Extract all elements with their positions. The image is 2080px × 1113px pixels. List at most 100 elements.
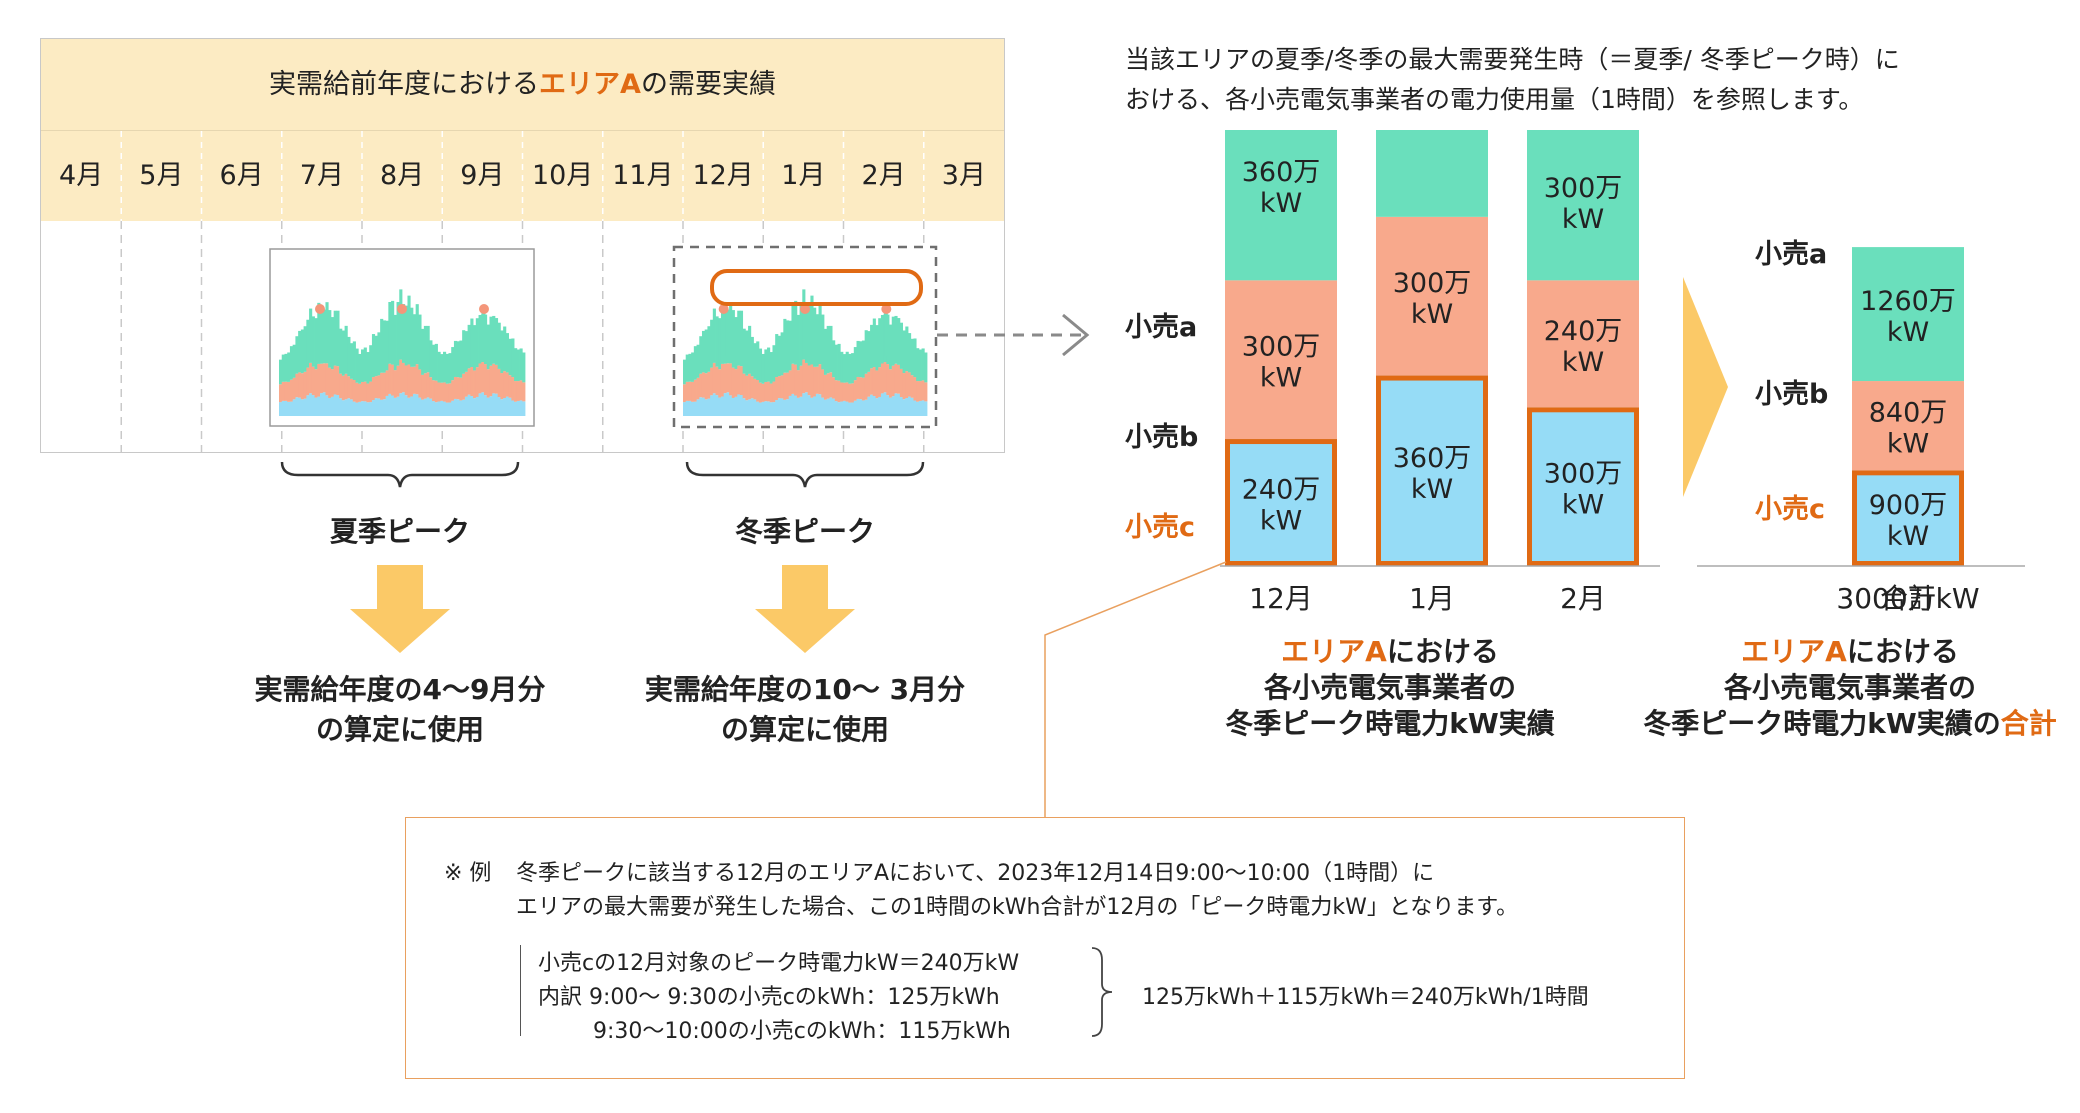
demand-bar: [500, 330, 504, 374]
demand-bar: [899, 368, 903, 398]
demand-bar: [693, 346, 697, 380]
demand-bar: [281, 354, 285, 382]
demand-bar: [691, 401, 695, 416]
demand-bar: [415, 364, 419, 395]
demand-bar: [791, 363, 795, 394]
summer-peak-label: 夏季ピーク: [329, 515, 470, 548]
demand-bar: [807, 305, 811, 366]
demand-bar: [314, 397, 318, 416]
demand-bar: [769, 402, 773, 416]
demand-bar: [328, 397, 332, 416]
demand-bar: [813, 366, 817, 397]
winter-brace: [685, 461, 925, 488]
demand-bar: [739, 395, 744, 416]
example-equation: 125万kWh＋115万kWh＝240万kWh/1時間: [1142, 985, 1589, 1010]
demand-bar: [508, 397, 512, 416]
demand-bar: [412, 366, 417, 394]
demand-bar: [832, 340, 836, 378]
demand-bar: [415, 304, 419, 365]
stack-segment: [1225, 439, 1337, 566]
demand-bar: [333, 310, 337, 366]
demand-bar: [758, 402, 763, 416]
demand-bar: [767, 381, 771, 402]
demand-bar: [772, 381, 776, 403]
demand-bar: [799, 302, 803, 366]
demand-bar: [864, 373, 868, 400]
demand-bar: [731, 397, 735, 416]
month-cell: 4月: [59, 160, 104, 191]
demand-bar: [292, 344, 296, 378]
monthly-stacked-chart: 240万kW300万kW360万kW12月360万kW300万kW600万kW1…: [1220, 130, 1660, 615]
demand-bar: [810, 397, 814, 416]
demand-bar: [742, 373, 746, 399]
demand-bar: [715, 366, 719, 396]
stack-segment: [1852, 381, 1964, 471]
intro-line2: おける、各小売電気事業者の電力使用量（1時間）を参照します。: [1125, 85, 1864, 114]
demand-bar: [443, 401, 447, 416]
demand-bar: [350, 378, 354, 400]
demand-bar: [688, 353, 692, 382]
demand-bar: [295, 397, 299, 416]
demand-bar: [385, 395, 389, 416]
demand-bar: [704, 373, 708, 400]
stack-segment: [1527, 280, 1639, 408]
demand-bar: [856, 376, 860, 399]
demand-bar: [399, 393, 403, 416]
demand-bar: [696, 377, 700, 400]
demand-bar: [500, 399, 504, 416]
demand-bar: [764, 401, 768, 416]
demand-bar: [924, 382, 928, 402]
demand-bar: [317, 396, 321, 416]
demand-bar: [848, 383, 852, 403]
demand-bar: [707, 398, 711, 416]
demand-bar: [685, 381, 689, 401]
demand-bar: [388, 302, 392, 364]
demand-bar: [467, 368, 471, 395]
demand-bar: [486, 369, 490, 398]
winter-peak-label: 冬季ピーク: [734, 515, 875, 548]
demand-bar: [519, 380, 523, 401]
demand-bar: [739, 366, 744, 396]
demand-bar: [289, 401, 294, 416]
demand-bar: [456, 399, 460, 416]
demand-bar: [423, 325, 427, 374]
demand-bar: [404, 305, 408, 366]
demand-bar: [715, 395, 719, 416]
segment-unit-label: kW: [1562, 204, 1604, 235]
demand-bar: [382, 399, 386, 416]
demand-bar: [391, 300, 395, 365]
demand-bar: [462, 399, 466, 416]
demand-bar: [306, 367, 310, 396]
demand-bar: [462, 330, 466, 374]
demand-bar: [918, 400, 922, 416]
demand-bar: [300, 329, 304, 374]
demand-bar: [432, 401, 436, 416]
panel-title-pre: 実需給前年度における: [269, 69, 540, 100]
segment-value-label: 300万: [1544, 459, 1623, 490]
demand-bar: [905, 326, 909, 372]
demand-bar: [279, 359, 283, 385]
demand-bar: [818, 364, 822, 395]
demand-bar: [467, 324, 471, 369]
demand-bar: [737, 394, 741, 416]
demand-bar: [875, 398, 879, 416]
example-line2: エリアの最大需要が発生した場合、この1時間のkWh合計が12月の「ピーク時電力k…: [516, 895, 1519, 920]
peak-dot: [800, 304, 810, 314]
demand-bar: [834, 380, 838, 402]
demand-bar: [821, 369, 825, 398]
demand-bar: [330, 317, 335, 370]
demand-bar: [347, 376, 351, 399]
demand-bar: [734, 317, 738, 370]
demand-bar: [464, 396, 468, 416]
demand-bar: [481, 362, 485, 393]
demand-bar: [500, 373, 504, 400]
demand-bar: [883, 362, 887, 393]
demand-bar: [374, 376, 378, 399]
demand-bar: [889, 397, 893, 416]
demand-bar: [772, 345, 776, 382]
demand-bar: [473, 325, 477, 371]
demand-bar: [437, 401, 441, 416]
demand-bar: [826, 398, 830, 416]
demand-bar: [369, 345, 373, 382]
example-detail2: 内訳 9:00～ 9:30の小売cのkWh：125万kWh: [538, 985, 1000, 1010]
